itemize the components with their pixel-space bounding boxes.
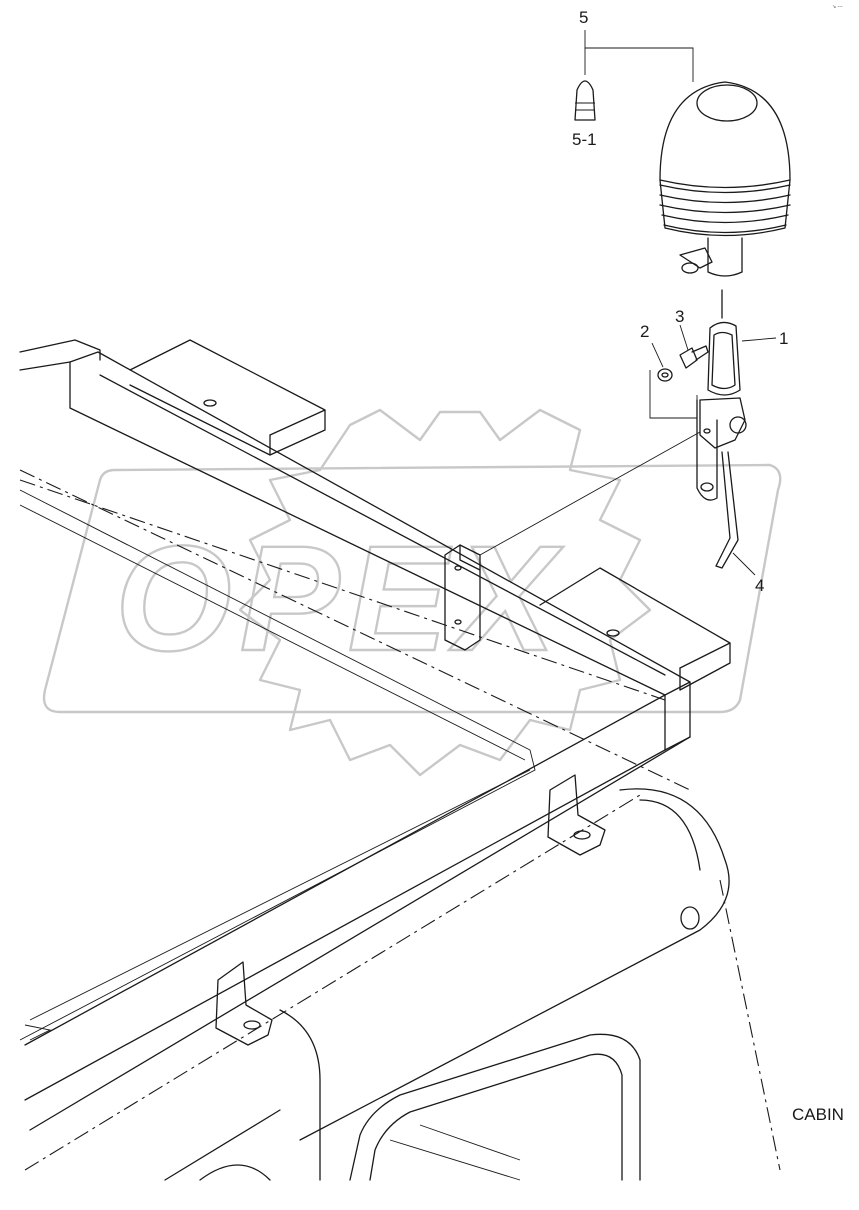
flex-mount-handle (707, 321, 741, 396)
callout-5: 5 (579, 8, 588, 27)
beacon-dome (659, 81, 791, 189)
nut-part (657, 368, 673, 382)
watermark-banner (42, 463, 782, 714)
callout-2: 2 (640, 322, 649, 341)
l-bracket-right (547, 774, 606, 856)
leader-lines (479, 30, 777, 576)
beacon-stem (707, 237, 743, 277)
corner-mark: ↘ --- (832, 4, 843, 10)
callout-3: 3 (675, 307, 684, 326)
centerline-1 (19, 469, 691, 791)
cabin-body (299, 788, 730, 1141)
roof-plate-right (539, 567, 731, 691)
bolt-part (679, 345, 709, 369)
bulb-icon (574, 80, 596, 121)
callout-4: 4 (755, 576, 764, 595)
cabin-window (349, 1033, 641, 1181)
bulb-part (574, 80, 596, 121)
section-label-cabin: CABIN (792, 1105, 844, 1124)
watermark-text: OPEX (115, 514, 564, 682)
cabin-roof (19, 339, 781, 1181)
watermark-logo: OPEX (42, 408, 782, 777)
roof-rail-rear (19, 339, 101, 361)
cable-part (715, 451, 739, 569)
callout-5-1: 5-1 (572, 130, 597, 149)
l-bracket-left (215, 961, 273, 1046)
roof-plate-rear (129, 339, 326, 456)
flex-mount (696, 289, 747, 501)
callout-1: 1 (779, 329, 788, 348)
mount-plate (696, 399, 718, 501)
roof-panel (19, 489, 536, 1041)
beacon-lamp (659, 81, 791, 277)
